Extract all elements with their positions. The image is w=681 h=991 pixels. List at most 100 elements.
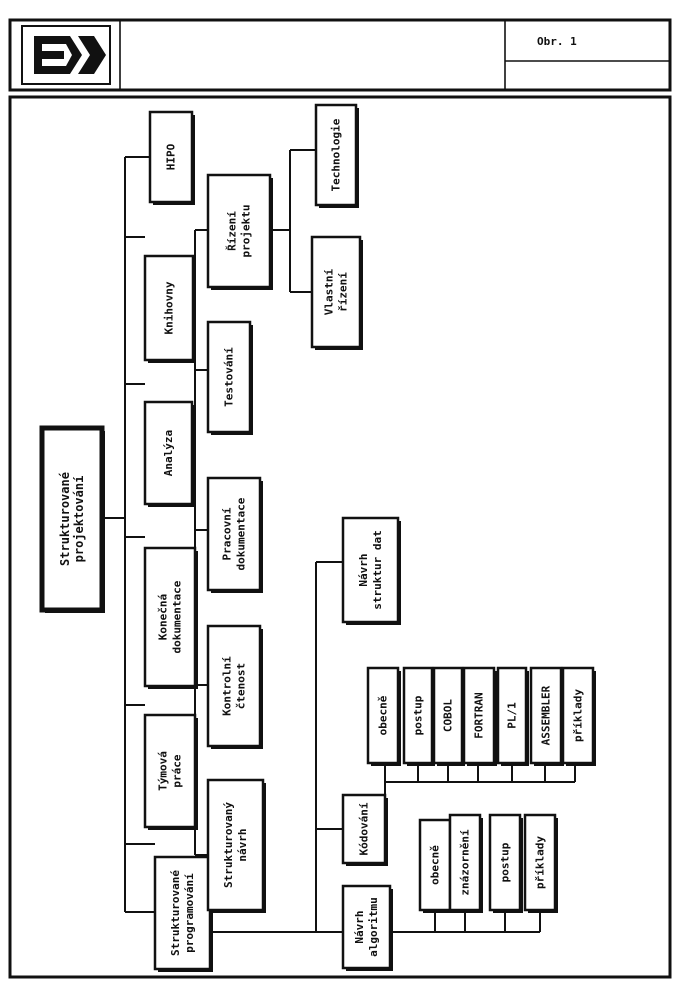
node-kod-fortran: FORTRAN <box>462 666 497 766</box>
node-box <box>432 666 464 765</box>
node-label: algoritmu <box>367 897 380 957</box>
node-label: postup <box>412 695 425 735</box>
node-label: Knihovny <box>163 281 176 334</box>
company-logo <box>21 25 111 85</box>
node-alg-priklady: příklady <box>523 813 558 913</box>
node-box <box>448 813 482 912</box>
node-label: příklady <box>534 836 547 889</box>
node-label: struktur dat <box>371 530 384 609</box>
node-label: Návrh <box>353 910 366 943</box>
node-box <box>310 235 362 349</box>
node-label: HIPO <box>165 143 178 170</box>
title-block: Obr. 1 <box>8 18 672 92</box>
node-box <box>206 778 265 912</box>
node-label: příklady <box>572 689 585 742</box>
node-label: obecně <box>429 845 442 885</box>
node-label: COBOL <box>442 699 455 732</box>
node-label: PL/1 <box>506 702 519 729</box>
node-box <box>488 813 522 912</box>
node-alg-obecne: obecně <box>418 818 453 913</box>
node-box <box>341 516 400 624</box>
node-box <box>341 793 387 865</box>
node-box <box>143 400 194 506</box>
node-label: Pracovní <box>221 507 234 560</box>
node-box <box>143 546 197 688</box>
node-box <box>529 666 563 765</box>
node-box <box>496 666 528 765</box>
node-label: řízení <box>337 272 350 312</box>
node-kod-postup: postup <box>402 666 435 766</box>
node-box <box>39 425 105 613</box>
node-kod-priklady: příklady <box>561 666 596 766</box>
node-label: postup <box>499 842 512 882</box>
node-box <box>418 818 452 912</box>
node-label: čtenost <box>235 663 248 709</box>
node-label: Týmová <box>157 751 170 791</box>
node-label: Kontrolní <box>221 656 234 716</box>
figure-label: Obr. 1 <box>537 35 577 48</box>
node-box <box>153 855 212 971</box>
node-box <box>143 713 197 829</box>
node-label: Konečná <box>157 594 170 640</box>
node-box <box>206 320 252 434</box>
node-box <box>366 666 400 765</box>
node-kod-pl1: PL/1 <box>496 666 529 766</box>
node-label: Vlastní <box>323 268 336 315</box>
node-label: FORTRAN <box>473 692 486 738</box>
node-label: ASSEMBLER <box>540 685 553 745</box>
node-label: znázornění <box>459 829 472 896</box>
node-box <box>523 813 557 912</box>
node-analyza: Analýza <box>143 400 195 507</box>
node-label: Řízení <box>226 211 239 251</box>
node-label: Kódování <box>358 802 371 855</box>
node-label: programování <box>183 873 196 953</box>
node-label: dokumentace <box>235 497 248 570</box>
node-box <box>143 254 195 362</box>
node-box <box>206 173 272 289</box>
node-label: Analýza <box>162 430 175 476</box>
drawing-frame <box>8 95 672 979</box>
node-kodovani: Kódování <box>341 793 388 866</box>
node-box <box>206 624 262 748</box>
node-knihovny: Knihovny <box>143 254 196 363</box>
node-kod-obecne: obecně <box>366 666 401 766</box>
node-label: projektování <box>72 476 86 563</box>
node-box <box>206 476 262 592</box>
node-box <box>462 666 496 765</box>
node-label: Technologie <box>330 118 343 191</box>
node-label: práce <box>171 754 184 787</box>
node-label: dokumentace <box>171 580 184 653</box>
node-label: obecně <box>377 695 390 735</box>
node-alg-znazorneni: znázornění <box>448 813 483 913</box>
node-testovani: Testování <box>206 320 253 435</box>
node-box <box>402 666 434 765</box>
node-label: Strukturovaný <box>222 802 235 888</box>
node-hipo: HIPO <box>148 110 195 205</box>
node-label: projektu <box>240 205 253 258</box>
node-label: Strukturované <box>58 472 72 566</box>
node-box <box>341 884 392 970</box>
node-technologie: Technologie <box>314 103 359 208</box>
node-label: Testování <box>223 347 236 407</box>
node-label: Návrh <box>357 553 370 586</box>
node-kod-cobol: COBOL <box>432 666 465 766</box>
node-box <box>561 666 595 765</box>
node-label: návrh <box>236 828 249 861</box>
node-alg-postup: postup <box>488 813 523 913</box>
node-kod-assembler: ASSEMBLER <box>529 666 564 766</box>
node-box <box>148 110 194 204</box>
